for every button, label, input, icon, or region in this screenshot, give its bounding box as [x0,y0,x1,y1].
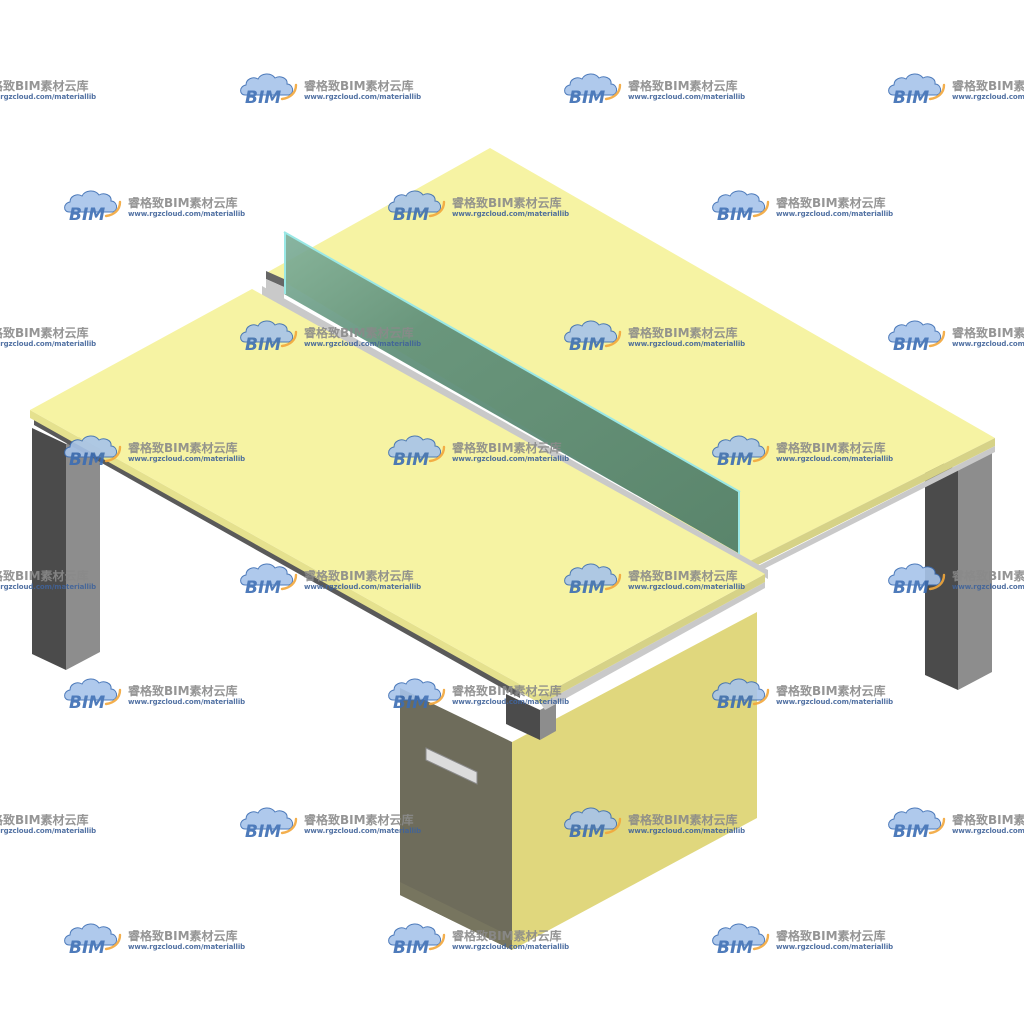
front-desktop-side-edge [541,574,765,704]
front-desktop-top [30,289,765,696]
leg-light-face [66,426,100,670]
leg-dark-face [925,455,958,690]
bracket-top [266,271,284,287]
glass-panel [284,232,740,554]
back-desktop-top [268,148,995,562]
front-right-leg [506,694,556,740]
glass-top-edge [283,231,741,493]
pedestal-cabinet [400,612,757,950]
back-desktop [268,148,995,576]
front-left-leg [32,426,100,670]
front-desktop-frame [34,419,520,698]
back-desktop-side-edge [748,438,995,570]
leg-light-face [958,452,992,690]
front-desktop-front-edge [30,410,541,704]
partition-bracket [266,271,284,300]
cabinet-handle [425,747,478,785]
leg-dark-face [506,694,540,740]
leg-light-face [540,701,556,740]
back-desktop-trim [750,446,995,576]
front-desktop-side-trim [541,582,765,710]
cabinet-plinth [400,882,512,950]
leg-dark-face [32,428,66,670]
back-right-leg [925,452,992,690]
cabinet-side-face [512,612,757,950]
glass-partition [283,231,741,554]
bracket-base [266,279,284,300]
front-desktop [30,289,765,710]
